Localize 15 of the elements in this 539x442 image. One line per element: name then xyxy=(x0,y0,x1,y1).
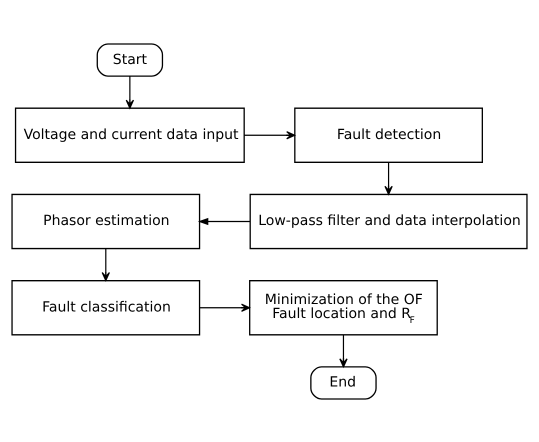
node-box: End xyxy=(310,366,377,400)
arrow xyxy=(384,162,393,194)
arrow xyxy=(200,303,250,312)
node-box: Low-pass filter and data interpolation xyxy=(250,193,528,249)
arrow xyxy=(126,76,134,108)
node-box: Fault detection xyxy=(294,107,483,162)
arrow xyxy=(339,334,348,367)
node-box: Start xyxy=(96,42,164,76)
node-box: Phasor estimation xyxy=(11,193,200,249)
arrow xyxy=(244,130,296,139)
arrow xyxy=(198,217,250,225)
node-box: Voltage and current data input xyxy=(14,107,245,162)
node-box: Fault classification xyxy=(11,280,200,335)
node-box: Minimization of the OF Fault location and R$_{F}$ xyxy=(249,280,438,335)
arrow xyxy=(102,248,110,281)
